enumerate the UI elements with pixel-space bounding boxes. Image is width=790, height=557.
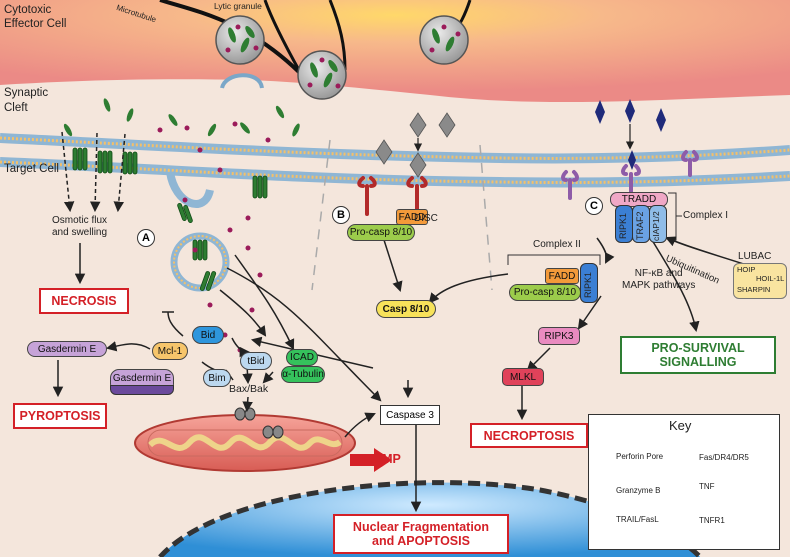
granzyme-b-particles [157, 121, 271, 353]
fas-receptor [357, 176, 428, 216]
synaptic-cleft-label: Synaptic Cleft [4, 87, 49, 114]
tbid-node: tBid [240, 352, 272, 370]
effector-cell [0, 0, 790, 103]
key-title: Key [669, 418, 692, 433]
apoptosis-box: Nuclear Fragmentation and APOPTOSIS [333, 514, 509, 554]
section-c-marker: C [585, 197, 603, 215]
microtubule-line [263, 0, 302, 73]
lubac-label: LUBAC [738, 251, 772, 262]
microtubule-line [328, 0, 347, 71]
ciap-label: cIAP1/2 [651, 211, 661, 241]
complex-i-label: Complex I [683, 210, 729, 221]
membrane-invagination [166, 171, 214, 208]
disc-procasp: Pro-casp 8/10 [347, 224, 415, 241]
caspase-3-node: Caspase 3 [380, 405, 440, 425]
alpha-tubulin-node: α-Tubulin [281, 366, 325, 383]
key-trail-label: TRAIL/FasL [616, 515, 659, 524]
ripk1-c2-label: RIPK1 [583, 271, 593, 298]
nfkb-label: NF-κB and MAPK pathways [622, 268, 696, 291]
gasdermin-e-full: Gasdermin E [27, 341, 107, 357]
key-tnf-label: TNF [699, 482, 715, 491]
lubac-sharpin: SHARPIN [737, 285, 771, 294]
casp-8-10-node: Casp 8/10 [376, 300, 436, 318]
osmotic-flux-label: Osmotic flux and swelling [52, 215, 108, 238]
momp-label: MOMP [362, 452, 401, 466]
key-fas-label: Fas/DR4/DR5 [699, 453, 749, 462]
traf2-label: TRAF2 [635, 211, 645, 240]
bid-node: Bid [192, 326, 224, 344]
tnf-ligands [595, 99, 666, 170]
perforin-pore [72, 147, 268, 291]
disc-fadd: FADD [396, 209, 428, 225]
key-granzyme-label: Granzyme B [616, 486, 661, 495]
complex-ii-label: Complex II [533, 239, 581, 250]
momp-arrow [350, 448, 392, 472]
pyroptosis-box: PYROPTOSIS [13, 403, 107, 429]
pro-survival-box: PRO-SURVIVAL SIGNALLING [620, 336, 776, 374]
necroptosis-box: NECROPTOSIS [470, 423, 588, 448]
complex-ii-procasp: Pro-casp 8/10 [509, 284, 581, 301]
effector-cell-label: Cytotoxic Effector Cell [4, 4, 67, 30]
ripk3-node: RIPK3 [538, 327, 580, 345]
key-tnfr1-label: TNFR1 [699, 516, 725, 525]
section-a-marker: A [137, 229, 155, 247]
ripk1-c2: RIPK1 [580, 263, 598, 303]
lubac-box: HOIP HOIL-1L SHARPIN [733, 263, 787, 299]
ripk1-c1: RIPK1 [615, 205, 633, 243]
lytic-granule [215, 15, 265, 65]
trail-fasl-ligands [375, 112, 456, 178]
lytic-granule [297, 50, 347, 100]
perforin-monomers [63, 98, 300, 137]
mlkl-node: MLKL [502, 368, 544, 386]
exocytosis-site [220, 73, 264, 89]
key-perforin-label: Perforin Pore [616, 452, 664, 461]
lubac-hoil: HOIL-1L [756, 274, 785, 283]
lytic-granule-label: Lytic granule [214, 1, 262, 11]
disc-label: DISC [414, 213, 438, 224]
ciap-node: cIAP1/2 [649, 205, 667, 243]
ripk1-c1-label: RIPK1 [618, 212, 628, 239]
lubac-hoip: HOIP [737, 265, 756, 274]
complex-ii-fadd: FADD [545, 268, 579, 284]
bax-bak-label: Bax/Bak [229, 383, 269, 395]
target-membrane [0, 133, 790, 164]
traf2-node: TRAF2 [632, 205, 650, 243]
bim-node: Bim [203, 369, 231, 387]
target-cell-label: Target Cell [4, 163, 59, 175]
section-b-marker: B [332, 206, 350, 224]
icad-node: ICAD [286, 349, 318, 366]
legend-key: Key [588, 414, 780, 550]
lytic-granule [419, 15, 469, 65]
necrosis-box: NECROSIS [39, 288, 129, 314]
bax-bak-pore [234, 407, 246, 421]
mcl1-node: Mcl-1 [152, 342, 188, 360]
gasdermin-e-domain [110, 385, 174, 395]
